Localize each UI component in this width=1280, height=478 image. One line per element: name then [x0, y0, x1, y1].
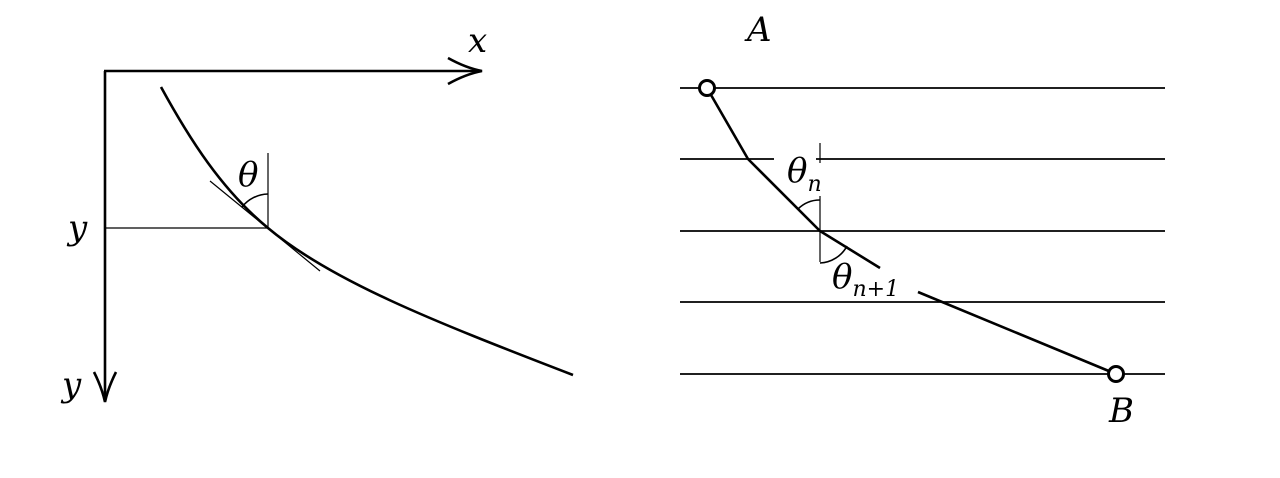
point-b-label: B [1108, 391, 1134, 431]
refracted-path-upper [705, 87, 881, 270]
refracted-path-lower [917, 290, 1117, 376]
theta-n1-subscript: n+1 [852, 277, 899, 302]
theta-n-angle-arc [797, 199, 821, 210]
right-figure [680, 79, 1165, 383]
y-axis-label: y [60, 365, 82, 405]
left-figure [92, 56, 574, 403]
theta-n-base: θ [787, 151, 807, 191]
theta-label: θ [238, 155, 258, 195]
x-axis-label: x [468, 21, 487, 61]
theta-n-subscript: n [807, 172, 821, 197]
theta-n1-label: θn+1 [832, 257, 899, 302]
y-axis-arrowhead [92, 371, 118, 403]
point-a-marker [698, 79, 716, 97]
point-b-marker [1107, 365, 1125, 383]
theta-n1-base: θ [832, 257, 852, 297]
point-a-label: A [744, 10, 772, 50]
x-axis-arrowhead [447, 56, 483, 86]
descent-curve [159, 86, 574, 377]
theta-n1-angle-arc [819, 245, 848, 264]
y-level-label: y [66, 208, 88, 248]
theta-n-label: θn [787, 151, 822, 197]
theta-angle-arc [241, 193, 269, 208]
